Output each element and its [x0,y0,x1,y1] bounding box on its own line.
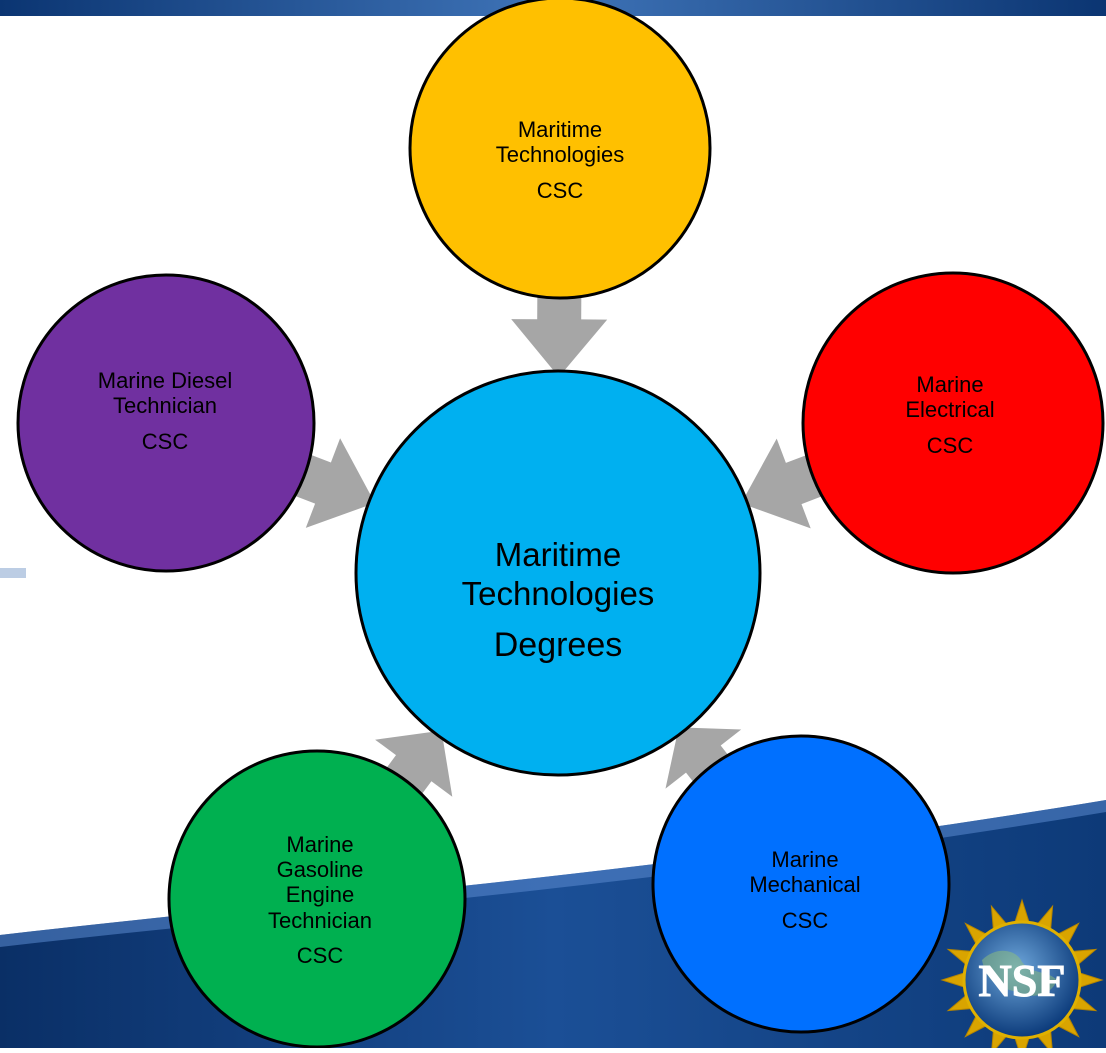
node-label-bottom-right: Marine Mechanical CSC [655,790,955,990]
center-label-line: Maritime [494,535,622,573]
node-label-left: Marine Diesel Technician CSC [20,336,310,486]
circles-group [16,0,1105,1049]
node-label-bottom-left: Marine Gasoline Engine Technician CSC [170,800,470,1000]
center-label-tag: Degrees [493,626,623,665]
left-edge-mark [0,568,26,578]
node-label-line: Marine [286,831,354,857]
arrow-top [511,283,608,377]
node-label-line: Marine Diesel [97,368,233,394]
node-label-tag: CSC [781,907,829,933]
node-label-right: Marine Electrical CSC [805,340,1095,490]
node-label-tag: CSC [296,942,344,968]
center-label-line: Technologies [461,575,655,613]
node-label-tag: CSC [536,177,584,203]
arrow-bottom-right [665,727,742,792]
node-label-line: Gasoline [276,857,364,883]
nsf-logo: NSF [940,898,1104,1053]
node-label-line: Technician [113,393,217,419]
node-circle-top [408,0,712,300]
node-circle-bottom-right [651,734,951,1034]
node-label-line: Engine [285,882,355,908]
node-circle-left [16,273,316,573]
node-label-line: Marine [771,847,839,873]
nsf-logo-continents [982,950,1057,996]
node-label-tag: CSC [141,428,189,454]
node-label-top: Maritime Technologies CSC [410,60,710,260]
node-label-tag: CSC [926,432,974,458]
center-label: Maritime Technologies Degrees [380,480,736,720]
node-label-line: Technologies [495,142,625,168]
node-label-line: Mechanical [749,872,861,898]
node-label-line: Marine [916,372,984,398]
node-label-line: Technician [268,907,372,933]
node-circle-right [801,271,1105,575]
node-circle-bottom-left [167,749,467,1049]
center-circle [354,369,762,777]
node-label-line: Maritime [517,117,603,143]
node-label-line: Electrical [905,397,995,423]
nsf-logo-wordmark: NSF [979,955,1066,1006]
